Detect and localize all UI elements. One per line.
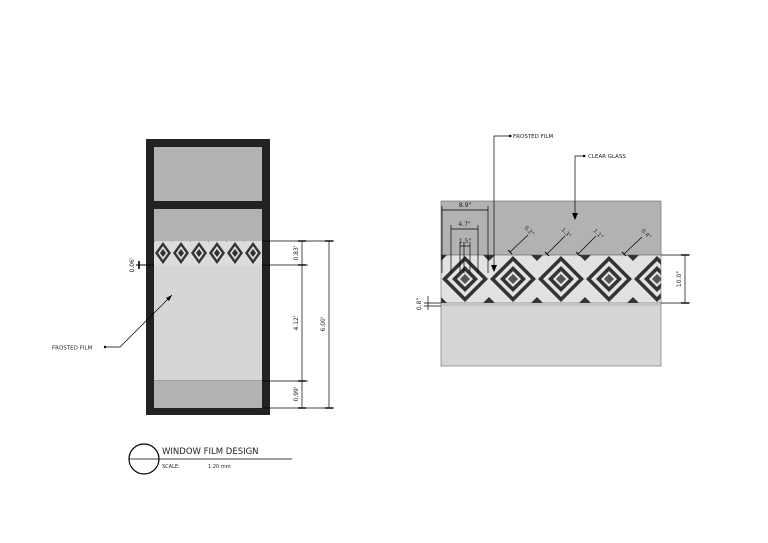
clear-glass-panel <box>154 265 262 381</box>
film-detail: 8.9" 4.7" 1.5" FROSTED FILM CLEAR GLASS … <box>416 134 690 367</box>
dim-gap: 0.8" <box>416 298 423 311</box>
dim-bottom: 0.99' <box>293 386 300 401</box>
scale-label: SCALE: <box>162 464 180 470</box>
scale-value: 1:20 mm <box>208 464 231 470</box>
dim-top-offset: 0.06' <box>129 257 136 272</box>
dim-inner: 1.5" <box>459 238 472 245</box>
callout-frosted-film-right: FROSTED FILM <box>513 134 553 140</box>
detail-clear-glass <box>441 306 661 366</box>
dim-mid: 4.12' <box>293 315 300 330</box>
detail-gap-strip <box>441 303 661 306</box>
bottom-frosted-panel <box>154 381 262 408</box>
title-block: WINDOW FILM DESIGN SCALE: 1:20 mm <box>128 443 292 475</box>
dim-half: 4.7" <box>458 221 471 228</box>
dim-band: 0.83' <box>293 245 300 260</box>
title-text: WINDOW FILM DESIGN <box>162 447 259 457</box>
top-frosted-panel <box>154 147 262 201</box>
dim-band-height: 10.0" <box>676 271 683 287</box>
upper-frosted-panel <box>154 209 262 241</box>
dim-pitch: 8.9" <box>459 202 472 209</box>
dim-overall: 6.00' <box>320 316 327 331</box>
callout-frosted-film-left: FROSTED FILM <box>52 346 92 352</box>
detail-pattern-band <box>441 255 661 303</box>
window-elevation: 0.06' 0.83' 4.12' 0.99' 6.00' FROSTED FI… <box>52 139 334 415</box>
callout-clear-glass: CLEAR GLASS <box>588 154 626 160</box>
pattern-band <box>154 241 262 265</box>
detail-frosted-area <box>441 201 661 255</box>
